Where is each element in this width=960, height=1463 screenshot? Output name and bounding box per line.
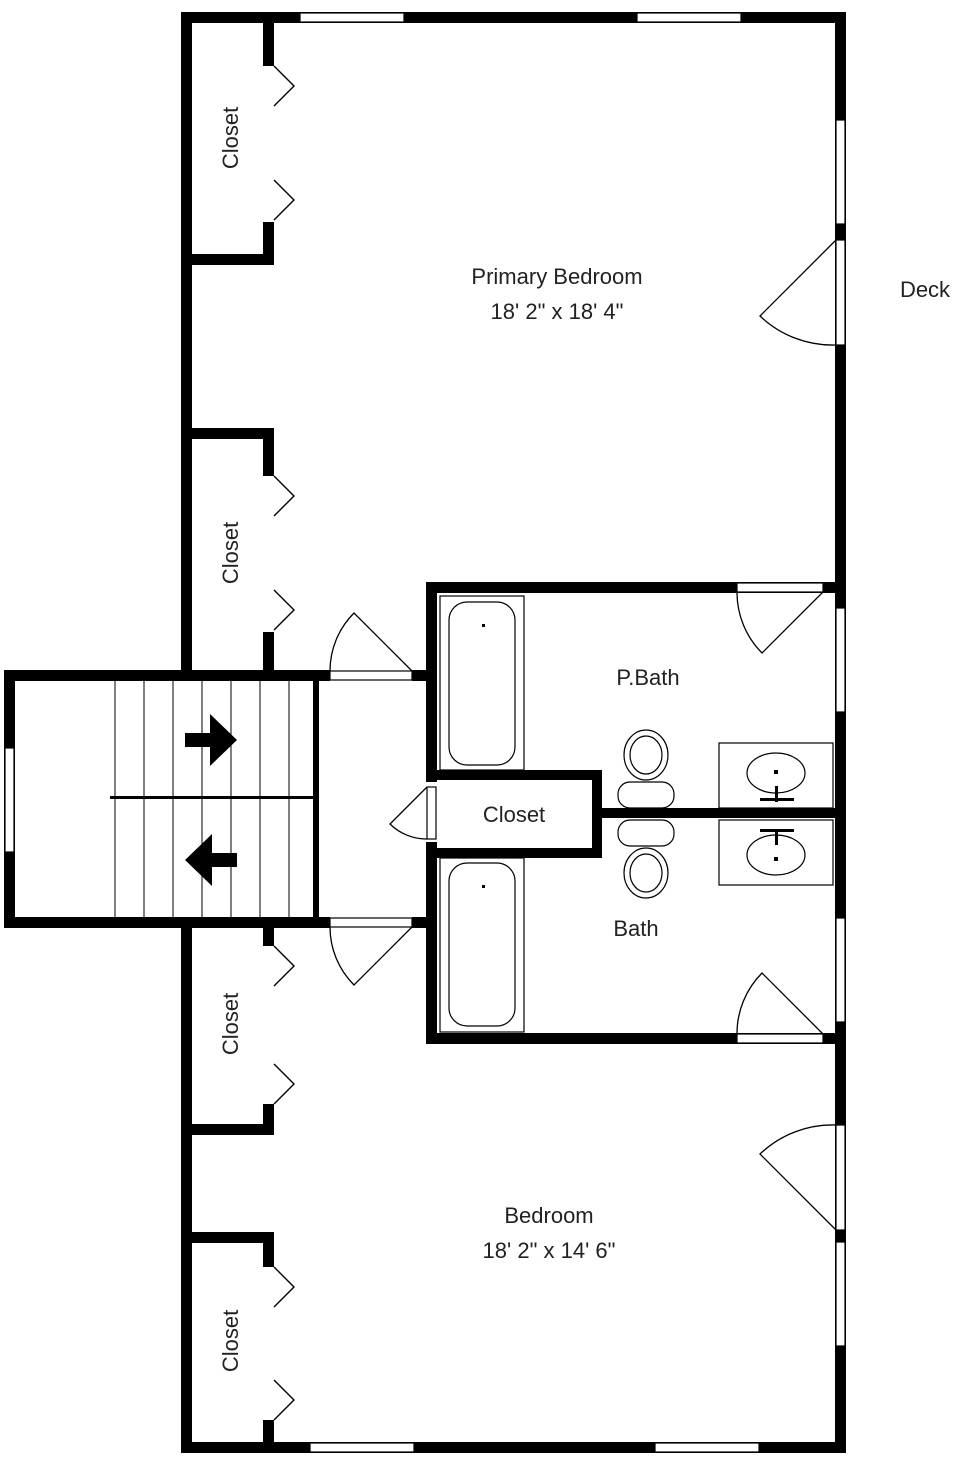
primary-bath-label: P.Bath	[616, 665, 679, 690]
stair-up-arrow-icon	[185, 714, 237, 766]
closet-label-3: Closet	[218, 993, 243, 1055]
primary-bedroom-dimensions: 18' 2" x 18' 4"	[491, 299, 624, 324]
closet-label-4: Closet	[218, 1310, 243, 1372]
bedroom-name: Bedroom	[504, 1203, 593, 1228]
bedroom-dimensions: 18' 2" x 14' 6"	[483, 1238, 616, 1263]
closet-label-2: Closet	[218, 522, 243, 584]
stairs	[110, 681, 316, 917]
center-closet-label: Closet	[483, 802, 545, 827]
bath-label: Bath	[613, 916, 658, 941]
bathroom-fixtures	[439, 595, 834, 1033]
windows	[4, 12, 846, 1453]
walls	[4, 12, 846, 1453]
closet-label-1: Closet	[218, 107, 243, 169]
primary-bedroom-name: Primary Bedroom	[471, 264, 642, 289]
deck-label: Deck	[900, 277, 951, 302]
doors	[273, 65, 846, 1421]
stair-down-arrow-icon	[185, 834, 237, 886]
